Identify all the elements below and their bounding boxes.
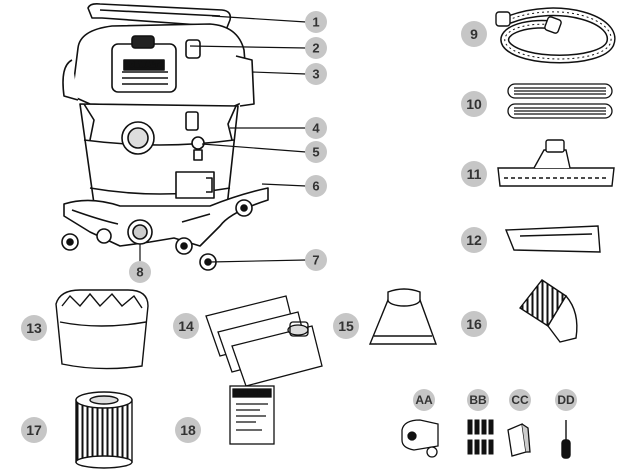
instruction-manual-illustration: DEWALT — [229, 385, 275, 445]
svg-text:2: 2 — [312, 41, 319, 56]
svg-text:BB: BB — [469, 393, 487, 407]
callout-5: 5 — [305, 141, 327, 163]
caster-base — [63, 187, 269, 247]
callout-7: 7 — [305, 249, 327, 271]
callout-dd: DD — [555, 389, 577, 411]
manual-brand-text: DEWALT — [240, 390, 265, 396]
svg-text:13: 13 — [26, 320, 42, 336]
dust-hood-illustration — [368, 288, 437, 345]
svg-text:15: 15 — [338, 318, 354, 334]
svg-text:6: 6 — [312, 179, 319, 194]
callout-badges: 1 2 3 4 5 6 7 8 9 10 11 12 13 14 15 16 1… — [21, 11, 577, 443]
brand-logo-text: DEWALT — [129, 62, 159, 69]
callout-16: 16 — [461, 311, 487, 337]
svg-text:1: 1 — [312, 15, 319, 30]
debris-basket-illustration — [55, 289, 149, 370]
callout-4: 4 — [305, 117, 327, 139]
svg-text:12: 12 — [466, 232, 482, 248]
svg-text:7: 7 — [312, 253, 319, 268]
screwdriver-dd-illustration — [561, 420, 571, 459]
blower-port — [185, 111, 199, 131]
accessory-aa-illustration — [401, 419, 439, 458]
callout-12: 12 — [461, 227, 487, 253]
svg-text:4: 4 — [312, 121, 320, 136]
callout-13: 13 — [21, 315, 47, 341]
callout-bb: BB — [467, 389, 489, 411]
elbow-adapter-illustration — [518, 279, 578, 343]
wet-dry-vacuum-illustration: DEWALT — [61, 3, 269, 271]
callout-1: 1 — [305, 11, 327, 33]
callout-15: 15 — [333, 313, 359, 339]
svg-text:11: 11 — [467, 166, 482, 182]
bracket-cc-illustration — [507, 423, 531, 457]
svg-text:17: 17 — [26, 422, 42, 438]
extension-wands-illustration — [507, 83, 613, 119]
floor-nozzle-illustration — [497, 139, 615, 187]
svg-text:10: 10 — [466, 96, 482, 112]
callout-17: 17 — [21, 417, 47, 443]
svg-text:16: 16 — [466, 316, 482, 332]
callout-aa: AA — [413, 389, 435, 411]
svg-text:14: 14 — [178, 318, 194, 334]
svg-text:18: 18 — [180, 422, 196, 438]
hose-illustration — [495, 7, 616, 64]
callout-9: 9 — [461, 21, 487, 47]
leader-lines — [139, 15, 307, 263]
dewalt-head-logo — [123, 59, 165, 71]
cartridge-filter-illustration — [75, 391, 133, 469]
svg-text:CC: CC — [511, 393, 529, 407]
callout-cc: CC — [509, 389, 531, 411]
svg-text:5: 5 — [312, 145, 319, 160]
crevice-tool-illustration — [504, 225, 601, 253]
callout-11: 11 — [461, 161, 487, 187]
svg-text:9: 9 — [470, 26, 478, 42]
svg-text:DD: DD — [557, 393, 575, 407]
svg-text:3: 3 — [312, 67, 319, 82]
callout-10: 10 — [461, 91, 487, 117]
callout-8: 8 — [129, 261, 151, 283]
svg-text:8: 8 — [136, 265, 143, 280]
power-switch — [185, 39, 201, 59]
collection-bags-illustration — [205, 295, 323, 387]
callout-3: 3 — [305, 63, 327, 85]
caster-wheels — [61, 199, 253, 271]
svg-text:AA: AA — [415, 393, 433, 407]
drain-port — [191, 136, 205, 150]
callout-6: 6 — [305, 175, 327, 197]
callout-2: 2 — [305, 37, 327, 59]
callout-18: 18 — [175, 417, 201, 443]
screws-bb-illustration — [467, 419, 494, 455]
callout-14: 14 — [173, 313, 199, 339]
